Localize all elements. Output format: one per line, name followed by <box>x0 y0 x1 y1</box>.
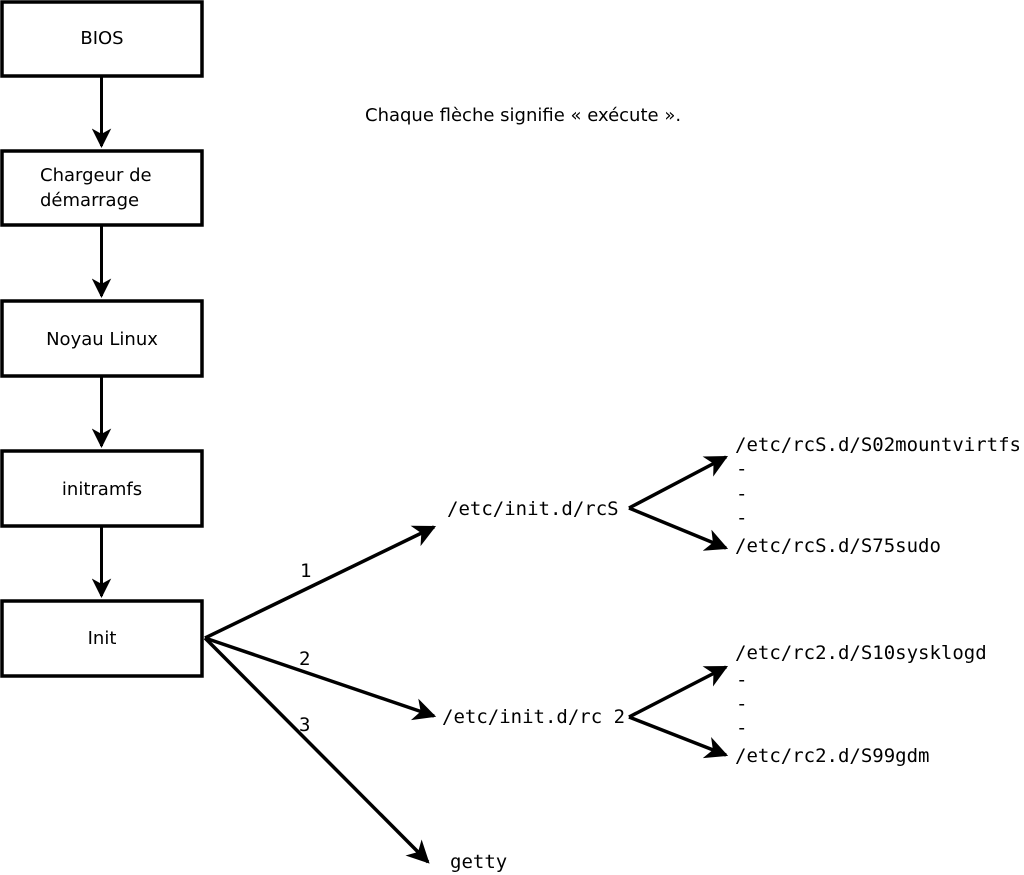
rc2-last-script-label: /etc/rc2.d/S99gdm <box>735 745 929 767</box>
rc2-label: /etc/init.d/rc 2 <box>442 706 625 728</box>
bios-box-label: BIOS <box>80 28 123 49</box>
branch-number-1: 1 <box>300 560 311 582</box>
rc2-ellipsis-dash-2: - <box>736 693 747 715</box>
rcS-ellipsis-dash-3: - <box>736 507 747 529</box>
rcS-label: /etc/init.d/rcS <box>447 498 619 520</box>
bootloader-box-label-line2: démarrage <box>40 190 139 211</box>
branch-number-2: 2 <box>299 648 310 670</box>
rcS-ellipsis-dash-2: - <box>736 483 747 505</box>
init-box <box>0 599 204 678</box>
arrow-rc2-to-first-script <box>628 665 729 719</box>
rc2-ellipsis-dash-1: - <box>736 669 747 691</box>
legend-note: Chaque flèche signifie « exécute ». <box>365 105 681 126</box>
initramfs-box-label: initramfs <box>62 479 142 500</box>
rc2-ellipsis-dash-3: - <box>736 717 747 739</box>
arrow-init-to-getty <box>203 636 430 864</box>
arrow-init-to-rc2 <box>204 636 437 721</box>
rc2-first-script-label: /etc/rc2.d/S10sysklogd <box>735 642 987 664</box>
bootloader-box <box>0 149 204 227</box>
getty-label: getty <box>450 851 507 873</box>
rcS-first-script-label: /etc/rcS.d/S02mountvirtfs <box>735 434 1021 456</box>
rcS-ellipsis-dash-1: - <box>736 458 747 480</box>
bios-box <box>0 0 204 78</box>
init-box-label: Init <box>88 628 117 649</box>
arrow-rc2-to-last-script <box>628 715 729 759</box>
kernel-box-label: Noyau Linux <box>46 329 158 350</box>
branch-number-3: 3 <box>299 714 310 736</box>
kernel-box <box>0 299 204 378</box>
bootloader-box-label-line1: Chargeur de <box>40 165 152 186</box>
arrow-rcS-to-last-script <box>628 506 729 551</box>
arrow-init-to-rcS <box>204 525 437 640</box>
rcS-last-script-label: /etc/rcS.d/S75sudo <box>735 535 941 557</box>
arrow-rcS-to-first-script <box>628 455 729 510</box>
